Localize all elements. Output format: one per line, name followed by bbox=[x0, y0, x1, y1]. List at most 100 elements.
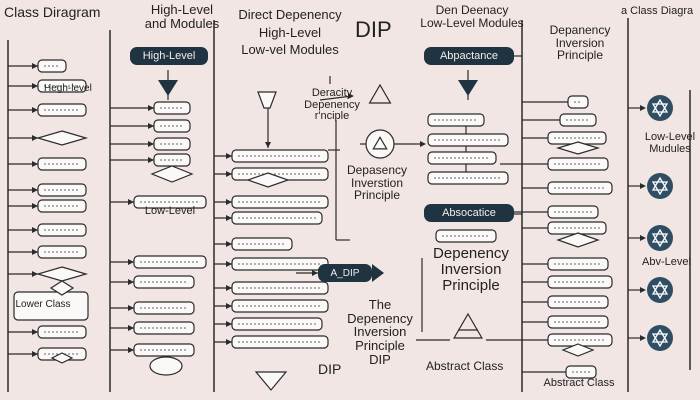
arrowhead bbox=[226, 285, 232, 291]
arrowhead bbox=[640, 105, 646, 111]
arrowhead bbox=[265, 142, 271, 148]
class-box bbox=[13, 291, 89, 321]
dip-title: DIP bbox=[355, 17, 392, 42]
arrowhead bbox=[32, 271, 38, 277]
arrowhead bbox=[32, 351, 38, 357]
decision-diamond bbox=[150, 165, 194, 183]
depasency-inversion-label: Depasency Inverstion Principle bbox=[338, 164, 416, 202]
dependency-inversion-big-label: Depenency Inversion Principle bbox=[418, 246, 524, 293]
star-down-triangle bbox=[651, 285, 669, 300]
inversion-line: Inversion bbox=[555, 35, 605, 50]
abpactance-pill[interactable]: Abpactance bbox=[424, 47, 514, 65]
low-level-modules-right-label: Low-Level Mudules bbox=[640, 131, 700, 155]
star-down-triangle bbox=[651, 103, 669, 118]
star-of-david-badge bbox=[647, 277, 673, 303]
arrowhead bbox=[148, 141, 154, 147]
decision-diamond bbox=[35, 130, 89, 146]
arrowhead bbox=[148, 157, 154, 163]
class-box bbox=[231, 211, 323, 225]
arrowhead bbox=[32, 187, 38, 193]
depenency-line-2: Depenency bbox=[347, 310, 413, 326]
decision-diamond bbox=[561, 343, 595, 357]
arrowhead bbox=[128, 279, 134, 285]
arrowhead bbox=[226, 339, 232, 345]
arrowhead bbox=[32, 135, 38, 141]
inversion-line-2: Inversion bbox=[353, 324, 407, 340]
dip-line: DIP bbox=[369, 351, 391, 367]
high-level-small-label: Hegh-level bbox=[44, 83, 92, 94]
star-up-triangle bbox=[651, 176, 669, 191]
absocatice-pill[interactable]: Absocatice bbox=[424, 204, 514, 222]
lower-class-label: Lower Class bbox=[15, 299, 71, 310]
arrowhead bbox=[640, 235, 646, 241]
deracity-line: Deracity bbox=[311, 87, 353, 99]
low-level-modules-line-2: Low-Level Modules bbox=[420, 15, 524, 30]
arrowhead bbox=[32, 227, 38, 233]
arrowhead bbox=[348, 93, 354, 99]
arrowhead bbox=[640, 335, 646, 341]
principle-line-3: Principle bbox=[355, 337, 405, 353]
triangle-icon bbox=[368, 83, 392, 104]
star-of-david-badge bbox=[647, 325, 673, 351]
den-low-level-title: Den Deenacy Low-Level Modules bbox=[408, 4, 536, 29]
arrowhead bbox=[128, 199, 134, 205]
arrowhead bbox=[226, 241, 232, 247]
decision-diamond bbox=[50, 352, 74, 364]
abstract-class-bottom-label: Abstract Class bbox=[543, 377, 615, 389]
shield-shape bbox=[257, 91, 277, 109]
high-level-pill[interactable]: High-Level bbox=[130, 47, 208, 65]
arrowhead bbox=[226, 153, 232, 159]
arrowhead bbox=[420, 141, 426, 147]
rnciple-line: r'nciple bbox=[314, 110, 350, 123]
abv-level-label: Abv-Level bbox=[642, 256, 691, 268]
arrowhead bbox=[226, 261, 232, 267]
arrowhead bbox=[32, 203, 38, 209]
arrowhead bbox=[32, 329, 38, 335]
arrowhead bbox=[226, 199, 232, 205]
principle-line: Principle bbox=[556, 48, 604, 63]
star-up-triangle bbox=[651, 280, 669, 295]
arrowhead bbox=[312, 270, 318, 276]
arrowhead bbox=[226, 171, 232, 177]
connector-line bbox=[319, 95, 353, 101]
decision-diamond bbox=[556, 232, 600, 248]
star-up-triangle bbox=[651, 228, 669, 243]
star-of-david-badge bbox=[647, 225, 673, 251]
arrowhead bbox=[32, 161, 38, 167]
down-arrow-icon bbox=[458, 80, 478, 96]
inversion-big-line: Inversion bbox=[440, 260, 502, 278]
star-of-david-badge bbox=[647, 173, 673, 199]
decision-diamond bbox=[555, 141, 601, 155]
star-up-triangle bbox=[651, 98, 669, 113]
high-level-line: High-Level bbox=[150, 2, 214, 17]
decision-diamond bbox=[35, 266, 89, 282]
inverstion-line: Inverstion bbox=[350, 175, 404, 190]
class-diagram-right-title: a Class Diagra bbox=[621, 5, 694, 17]
arrowhead bbox=[226, 321, 232, 327]
class-box bbox=[547, 221, 607, 235]
arrowhead bbox=[226, 215, 232, 221]
down-arrow-icon bbox=[158, 80, 178, 96]
title-class-diagram: Class Diragram bbox=[4, 4, 101, 20]
depasency-line: Depasency bbox=[346, 163, 408, 177]
arrowhead bbox=[128, 259, 134, 265]
den-deenacy-line: Den Deenacy bbox=[435, 3, 509, 17]
funnel-triangle bbox=[254, 371, 288, 391]
triangle-icon bbox=[372, 136, 388, 150]
triangle-circle-icon bbox=[365, 129, 395, 159]
arrowhead bbox=[32, 63, 38, 69]
arrowhead bbox=[128, 325, 134, 331]
low-level-right-line: Low-Level bbox=[644, 131, 696, 143]
decision-diamond bbox=[246, 172, 290, 188]
low-level-box-label: Low-Level bbox=[144, 205, 196, 217]
depenency-big-line: Depenency bbox=[433, 245, 509, 262]
a-dip-pill[interactable]: A_DIP bbox=[318, 264, 372, 282]
arrowhead bbox=[32, 83, 38, 89]
abstract-class-label: Abstract Class bbox=[426, 359, 504, 373]
the-line: The bbox=[368, 297, 392, 312]
class-box bbox=[231, 317, 323, 331]
arrowhead bbox=[640, 183, 646, 189]
arrowhead bbox=[32, 249, 38, 255]
